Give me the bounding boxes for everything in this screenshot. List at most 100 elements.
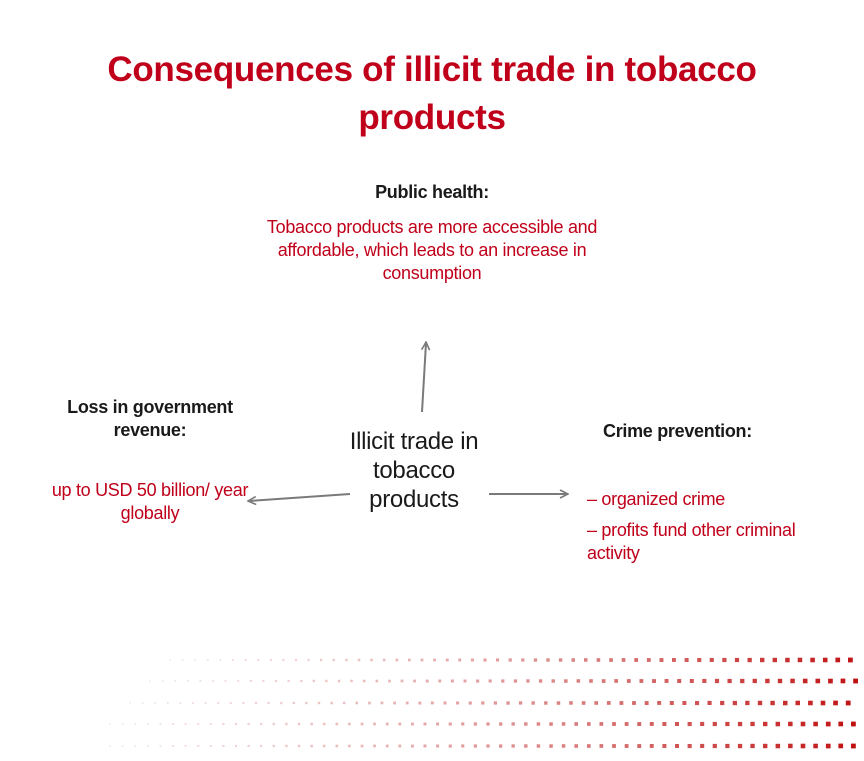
decorative-dot bbox=[709, 657, 714, 662]
decorative-dot bbox=[398, 744, 402, 748]
decorative-dot bbox=[506, 701, 510, 705]
decorative-dot bbox=[486, 722, 490, 726]
decorative-dot bbox=[853, 678, 858, 684]
decorative-dot bbox=[797, 657, 803, 663]
decorative-dot bbox=[752, 678, 757, 684]
loss-revenue-heading: Loss in government revenue: bbox=[67, 397, 233, 440]
decorative-dot bbox=[269, 659, 272, 662]
decorative-dot bbox=[626, 679, 631, 683]
decorative-dot bbox=[209, 745, 212, 747]
decorative-dot bbox=[317, 701, 321, 705]
decorative-dot bbox=[788, 743, 793, 749]
loss-revenue-text: up to USD 50 billion/ year globally bbox=[51, 480, 249, 523]
crime-item-organized: – organized crime bbox=[587, 489, 725, 509]
decorative-dot bbox=[229, 702, 232, 704]
decorative-dot bbox=[294, 658, 298, 662]
decorative-dot bbox=[481, 701, 485, 705]
decorative-dot bbox=[795, 700, 800, 706]
decorative-dot bbox=[763, 721, 768, 727]
decorative-dot bbox=[486, 744, 490, 748]
decorative-dot bbox=[267, 701, 270, 705]
decorative-dot bbox=[232, 659, 234, 661]
decorative-dot bbox=[368, 701, 371, 705]
decorative-dot bbox=[652, 679, 656, 683]
decorative-dot bbox=[569, 701, 573, 705]
decorative-dot bbox=[775, 721, 781, 727]
decorative-dot bbox=[848, 657, 853, 663]
decorative-dot bbox=[320, 658, 323, 662]
decorative-dot bbox=[757, 700, 763, 706]
decorative-dot bbox=[413, 679, 416, 683]
decorative-dot bbox=[423, 744, 427, 748]
decorative-dot bbox=[430, 701, 434, 705]
decorative-dot bbox=[800, 743, 806, 749]
decorative-dot bbox=[194, 659, 196, 661]
decorative-dot bbox=[747, 657, 752, 663]
decorative-dot bbox=[684, 658, 689, 662]
decorative-dot bbox=[659, 658, 664, 662]
decorative-dot bbox=[249, 680, 252, 683]
decorative-dot bbox=[499, 744, 503, 748]
loss-revenue-block: Loss in government revenue: up to USD 50… bbox=[50, 396, 250, 525]
decorative-dot bbox=[835, 657, 841, 663]
decorative-dot bbox=[513, 679, 518, 683]
decorative-dot bbox=[646, 658, 651, 662]
decorative-dot bbox=[234, 722, 237, 725]
decorative-dot bbox=[533, 658, 538, 662]
decorative-dot bbox=[345, 658, 348, 662]
decorative-dot bbox=[722, 657, 727, 663]
decorative-dot bbox=[169, 659, 171, 661]
decorative-dot bbox=[508, 658, 512, 662]
arrow-up-public-health bbox=[422, 343, 426, 413]
decorative-dot bbox=[310, 744, 313, 748]
decorative-dot bbox=[609, 658, 613, 662]
decorative-dot bbox=[765, 678, 770, 684]
decorative-dot bbox=[262, 679, 265, 682]
decorative-dot bbox=[380, 701, 384, 705]
decorative-dot bbox=[551, 679, 555, 683]
decorative-dot bbox=[838, 721, 844, 727]
decorative-dot bbox=[161, 680, 164, 682]
decorative-dot bbox=[734, 657, 740, 663]
decorative-dot bbox=[375, 679, 379, 683]
decorative-dot bbox=[425, 679, 429, 683]
decorative-dot bbox=[672, 658, 676, 662]
decorative-dot bbox=[763, 743, 768, 749]
decorative-dot bbox=[574, 744, 578, 748]
decorative-dot bbox=[222, 745, 225, 748]
decorative-dot bbox=[521, 658, 525, 662]
decorative-dot bbox=[257, 659, 260, 661]
decorative-dot bbox=[445, 658, 449, 662]
decorative-dot bbox=[785, 657, 790, 663]
decorative-dot bbox=[217, 702, 220, 704]
decorative-dot bbox=[802, 678, 808, 684]
decorative-dot bbox=[599, 722, 604, 726]
decorative-dot bbox=[109, 723, 111, 725]
decorative-dot bbox=[222, 723, 225, 726]
decorative-dot bbox=[224, 680, 227, 682]
decorative-dot bbox=[556, 701, 561, 705]
decorative-dot bbox=[576, 679, 581, 683]
decorative-dot bbox=[546, 658, 550, 662]
public-health-block: Public health: Tobacco products are more… bbox=[262, 181, 602, 285]
decorative-dot bbox=[524, 722, 528, 726]
decorative-dot bbox=[815, 678, 821, 684]
decorative-dot bbox=[382, 658, 386, 662]
decorative-dot bbox=[770, 700, 775, 706]
decorative-dot bbox=[335, 722, 339, 726]
decorative-dot bbox=[851, 721, 856, 727]
decorative-dot bbox=[388, 679, 391, 683]
decorative-dot bbox=[312, 679, 315, 683]
decorative-dot bbox=[141, 702, 144, 704]
decorative-dot bbox=[707, 700, 712, 705]
public-health-heading: Public health: bbox=[375, 182, 489, 202]
decorative-dot bbox=[330, 701, 333, 705]
decorative-dot bbox=[538, 679, 543, 683]
decorative-dot bbox=[186, 680, 189, 682]
decorative-dot bbox=[247, 722, 250, 726]
decorative-dot bbox=[159, 723, 162, 725]
decorative-dot bbox=[589, 679, 593, 683]
decorative-dot bbox=[470, 658, 474, 662]
decorative-dot bbox=[518, 701, 523, 705]
